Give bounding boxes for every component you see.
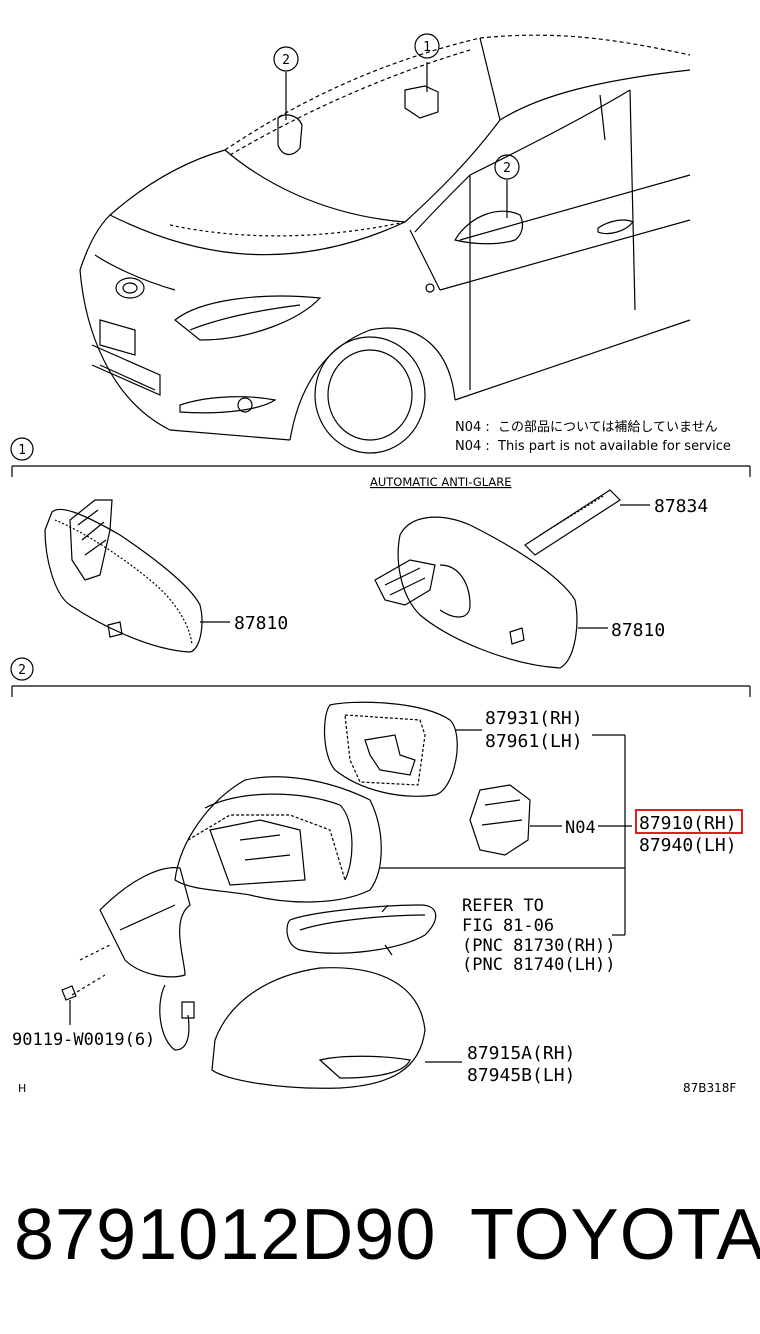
- turn-signal-lamp: [286, 904, 437, 956]
- car-illustration: [79, 34, 691, 454]
- callout-2-windshield: [273, 46, 299, 72]
- callout-2-mirror: [494, 154, 520, 180]
- parts-diagram: 1 2 2 N04 : この部品については補給していません N04 : This…: [10, 33, 751, 1095]
- section-2-label: 2: [18, 663, 26, 678]
- bolt-part-number: 90119-W0019(6): [12, 1030, 155, 1050]
- mounting-screw: [61, 944, 111, 1025]
- part-87915a-rh: 87915A(RH): [467, 1043, 575, 1064]
- part-87940-lh: 87940(LH): [639, 835, 737, 856]
- footer-caption: 8791012D90 TOYOTA: [0, 1185, 760, 1285]
- anti-glare-subtitle: AUTOMATIC ANTI-GLARE: [370, 475, 512, 489]
- mirror-cover: [211, 967, 462, 1089]
- part-87834: 87834: [654, 496, 708, 517]
- callout-1-top: [414, 33, 440, 59]
- part-87931-rh: 87931(RH): [485, 708, 583, 729]
- refer-to-line2: FIG 81-06: [462, 916, 554, 936]
- inner-mirror-standard: [44, 499, 230, 653]
- assembly-bracket-line: [380, 734, 626, 936]
- part-87810-left: 87810: [234, 613, 288, 634]
- wire-harness: [159, 984, 195, 1051]
- note-japanese: N04 : この部品については補給していません: [455, 420, 718, 435]
- callout-2-label-b: 2: [503, 161, 511, 176]
- section-1-header: [10, 437, 751, 477]
- mirror-housing: [99, 776, 382, 978]
- n04-label: N04: [565, 818, 596, 838]
- mirror-actuator: [469, 784, 562, 856]
- corner-marker: H: [18, 1082, 26, 1095]
- figure-code: 87B318F: [683, 1081, 736, 1095]
- refer-to-line3: (PNC 81730(RH)): [462, 936, 616, 956]
- part-87945b-lh: 87945B(LH): [467, 1065, 575, 1086]
- note-english: N04 : This part is not available for ser…: [455, 439, 731, 454]
- section-1-label: 1: [18, 443, 26, 458]
- highlight-box: [635, 809, 743, 834]
- section-2-header: [10, 657, 751, 697]
- footer-part-number: 8791012D90: [14, 1195, 437, 1275]
- callout-2-label-a: 2: [282, 53, 290, 68]
- refer-to-line4: (PNC 81740(LH)): [462, 955, 616, 975]
- callout-1-label: 1: [423, 40, 431, 55]
- footer-brand: TOYOTA: [470, 1195, 760, 1275]
- part-87910-rh-highlighted[interactable]: 87910(RH): [639, 813, 737, 834]
- part-87961-lh: 87961(LH): [485, 731, 583, 752]
- refer-to-line1: REFER TO: [462, 896, 544, 916]
- inner-mirror-auto-antiglare: [374, 489, 650, 669]
- mirror-glass: [323, 701, 482, 797]
- part-87810-right: 87810: [611, 620, 665, 641]
